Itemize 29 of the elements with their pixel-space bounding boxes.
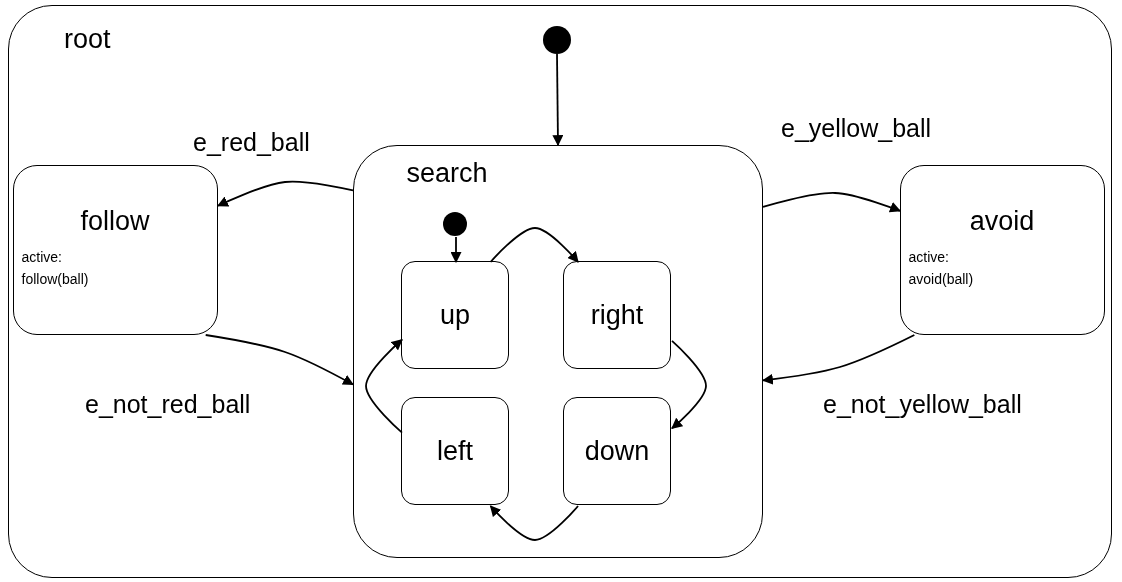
- state-name: right: [589, 300, 645, 331]
- state-box: [899, 164, 1105, 335]
- initial-state-dot: [443, 212, 467, 236]
- state-name: search: [406, 157, 488, 189]
- transition-arrow: [217, 180, 354, 207]
- state-name: left: [436, 436, 474, 467]
- composite-state: [352, 144, 763, 558]
- state-name: follow: [79, 205, 151, 237]
- transition-arrow: [671, 339, 707, 430]
- state-box: [401, 397, 509, 505]
- activity-text: active: avoid(ball): [908, 247, 975, 289]
- state-box: [12, 164, 218, 335]
- transition-arrow: [489, 505, 579, 541]
- transition-arrow: [552, 53, 564, 147]
- state-name: up: [438, 300, 471, 331]
- state-box: [401, 261, 509, 369]
- transition-arrow: [204, 334, 354, 386]
- activity-text: active: follow(ball): [21, 247, 90, 289]
- state-name: down: [583, 436, 651, 467]
- transition-arrow: [762, 192, 901, 213]
- state-box: [563, 261, 671, 369]
- transition-arrow: [489, 227, 579, 263]
- transition-arrow: [450, 236, 462, 264]
- transition-arrow: [761, 334, 916, 385]
- state-box: [563, 397, 671, 505]
- state-name: root: [64, 24, 111, 55]
- initial-state-dot: [542, 25, 571, 54]
- transition-arrow: [365, 338, 403, 434]
- state-name: avoid: [968, 205, 1036, 237]
